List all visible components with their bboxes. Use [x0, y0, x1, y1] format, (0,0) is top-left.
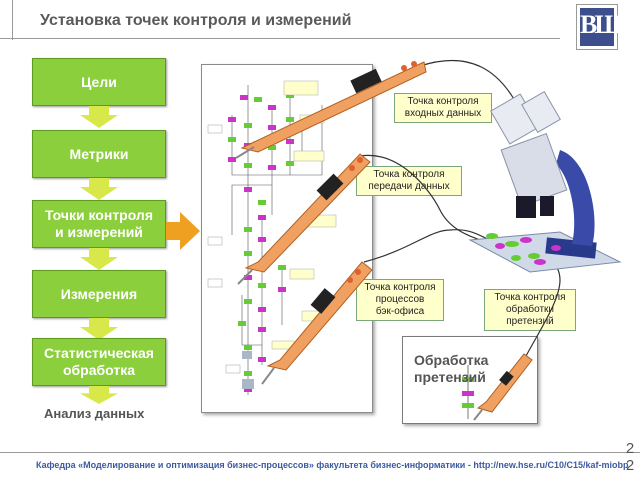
hse-logo-icon: ВШ — [576, 4, 623, 50]
arrow-down-icon — [80, 178, 118, 200]
step-measurements: Измерения — [32, 270, 166, 318]
claims-box-title: Обработка претензий — [414, 352, 489, 385]
step-control-points: Точки контроля и измерений — [32, 200, 166, 248]
page-number: 2 2 — [625, 440, 635, 474]
arrow-down-icon — [80, 106, 118, 128]
arrow-down-icon — [80, 248, 118, 270]
step-control-points-label: Точки контроля и измерений — [44, 207, 153, 240]
callout-input-data: Точка контроля входных данных — [394, 93, 492, 123]
arrow-down-icon — [80, 318, 118, 340]
thermometer-icon — [235, 61, 427, 159]
footer-divider — [0, 452, 640, 453]
step-metrics: Метрики — [32, 130, 166, 178]
cable-data-transfer — [359, 154, 481, 241]
callout-claims-processing: Точка контроля обработки претензий — [484, 289, 576, 331]
callout-back-office: Точка контроля процессов бэк-офиса — [356, 279, 444, 321]
final-step-label: Анализ данных — [44, 406, 145, 421]
step-statistical-processing: Статистическая обработка — [32, 338, 166, 386]
step-goals-label: Цели — [81, 73, 117, 90]
step-measurements-label: Измерения — [60, 285, 138, 302]
arrow-down-icon — [80, 386, 118, 404]
header-divider — [0, 38, 560, 39]
microscope-icon — [468, 90, 622, 273]
footer-text: Кафедра «Моделирование и оптимизация биз… — [36, 460, 629, 470]
step-metrics-label: Метрики — [69, 145, 129, 162]
claims-mini-flowchart — [462, 365, 474, 419]
header-accent-line — [12, 0, 13, 40]
cable-back-office — [363, 229, 491, 263]
step-statistical-processing-label: Статистическая обработка — [44, 345, 154, 378]
thermometer-icon — [261, 261, 373, 385]
thermometer-icon — [237, 153, 371, 285]
arrow-right-icon — [166, 212, 200, 250]
cable-input-data — [419, 59, 521, 111]
thermometer-icon — [473, 353, 533, 421]
page-title: Установка точек контроля и измерений — [40, 12, 352, 29]
step-goals: Цели — [32, 58, 166, 106]
